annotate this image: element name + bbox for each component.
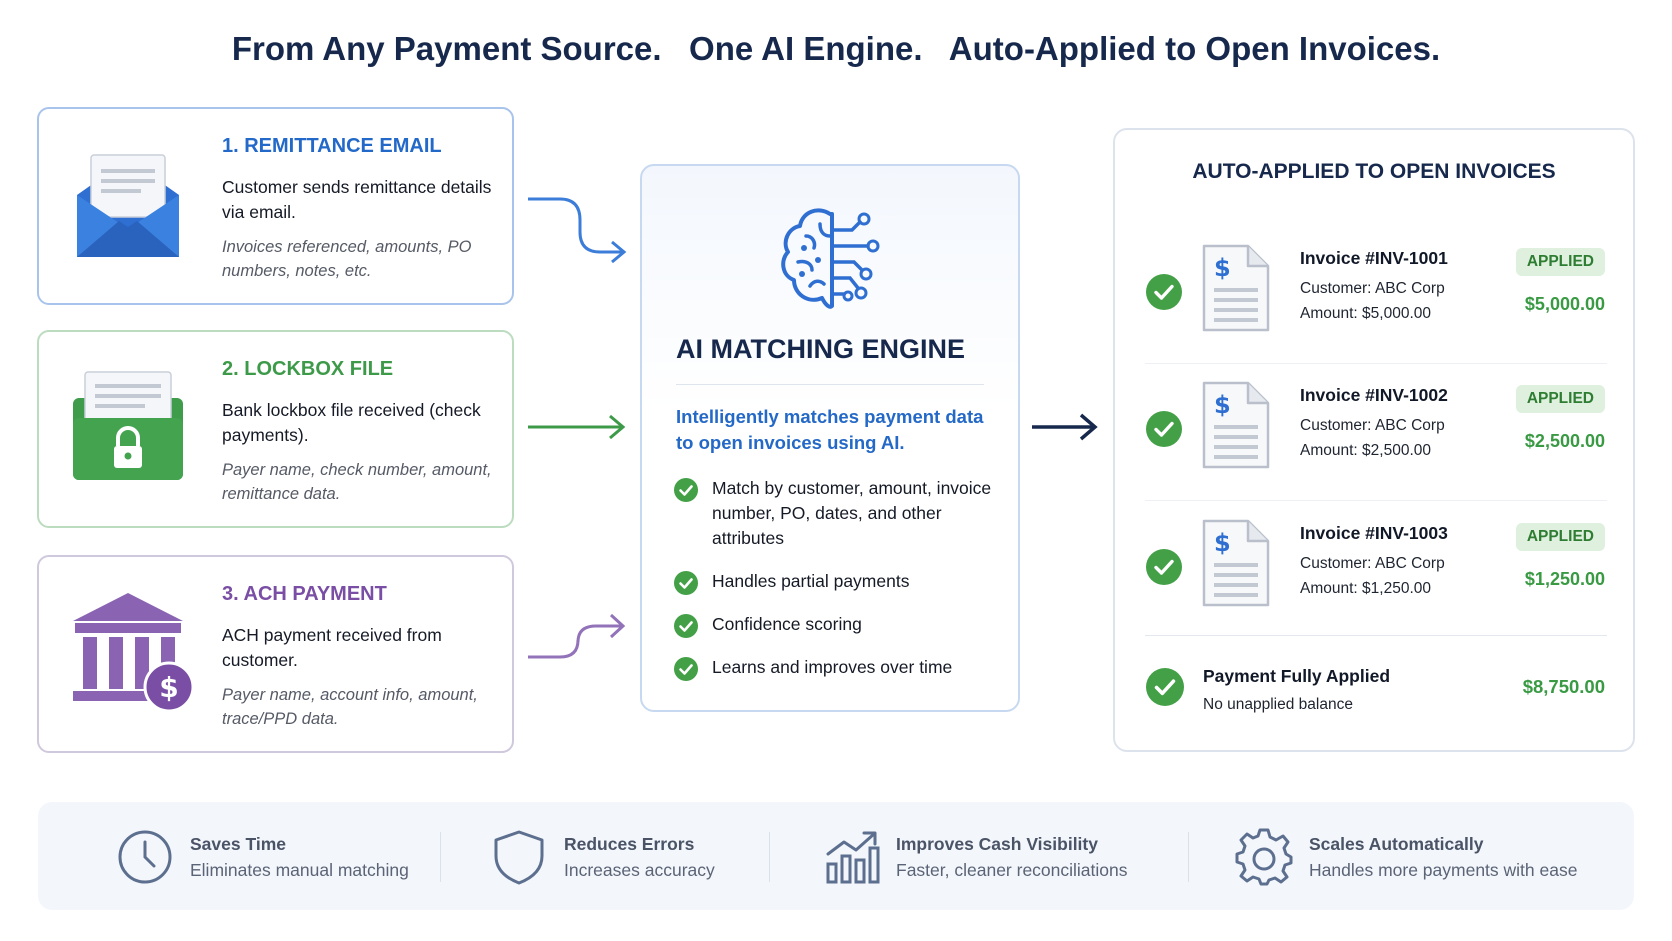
invoice-row: $ Invoice #INV-1001 Customer: ABC Corp A… — [1115, 236, 1633, 364]
total-amount: $8,750.00 — [1522, 676, 1605, 697]
arrow-ach-to-engine — [528, 624, 622, 659]
invoice-customer: Customer: ABC Corp — [1300, 417, 1445, 434]
arrowhead-email — [611, 240, 627, 264]
invoice-number: Invoice #INV-1003 — [1300, 523, 1448, 543]
payment-total-row: Payment Fully Applied No unapplied balan… — [1115, 660, 1633, 730]
status-badge: APPLIED — [1515, 523, 1605, 551]
source-title: 3. ACH PAYMENT — [222, 583, 387, 605]
svg-text:$: $ — [159, 671, 178, 704]
feature-item: Match by customer, amount, invoice numbe… — [674, 476, 994, 551]
benefit-title: Reduces Errors — [564, 834, 695, 854]
invoice-amount-line: Amount: $2,500.00 — [1300, 442, 1431, 459]
check-circle-icon — [674, 571, 698, 595]
feature-item: Learns and improves over time — [674, 655, 994, 681]
invoice-applied-amount: $1,250.00 — [1524, 569, 1605, 589]
invoice-customer: Customer: ABC Corp — [1300, 555, 1445, 572]
source-detail: Payer name, account info, amount, trace/… — [222, 686, 478, 728]
divider — [1188, 832, 1189, 882]
invoice-row: $ Invoice #INV-1002 Customer: ABC Corp A… — [1115, 373, 1633, 501]
check-circle-icon — [1146, 549, 1182, 585]
total-subtitle: No unapplied balance — [1203, 696, 1353, 713]
benefit-subtitle: Handles more payments with ease — [1309, 860, 1578, 880]
auto-applied-invoices-panel: AUTO-APPLIED TO OPEN INVOICES $ Invoice … — [1113, 128, 1635, 752]
invoice-amount-line: Amount: $1,250.00 — [1300, 580, 1431, 597]
total-title: Payment Fully Applied — [1203, 666, 1391, 686]
envelope-icon — [77, 154, 179, 257]
check-circle-icon — [674, 657, 698, 681]
benefit-subtitle: Increases accuracy — [564, 860, 715, 880]
benefits-bar: Saves Time Eliminates manual matching Re… — [38, 802, 1634, 910]
ai-matching-engine-card: AI MATCHING ENGINE Intelligently matches… — [640, 164, 1020, 712]
panel-title: AUTO-APPLIED TO OPEN INVOICES — [1192, 160, 1556, 183]
feature-item: Confidence scoring — [674, 612, 994, 638]
source-card-lockbox-file: 2. LOCKBOX FILE Bank lockbox file receiv… — [37, 330, 514, 528]
invoice-applied-amount: $5,000.00 — [1524, 294, 1605, 314]
arrow-email-to-engine — [528, 197, 622, 254]
source-card-ach-payment: $ 3. ACH PAYMENT ACH payment received fr… — [37, 555, 514, 753]
feature-text: Match by customer, amount, invoice numbe… — [712, 478, 992, 548]
divider — [1145, 363, 1607, 364]
divider — [1145, 500, 1607, 501]
source-card-remittance-email: 1. REMITTANCE EMAIL Customer sends remit… — [37, 107, 514, 305]
engine-feature-list: Match by customer, amount, invoice numbe… — [674, 476, 994, 698]
check-circle-icon — [674, 478, 698, 502]
check-circle-icon — [674, 614, 698, 638]
source-title: 1. REMITTANCE EMAIL — [222, 135, 442, 157]
feature-text: Confidence scoring — [712, 614, 862, 634]
arrowhead-ach — [609, 613, 626, 639]
check-circle-icon — [1146, 668, 1184, 706]
lockbox-icon — [73, 371, 183, 480]
source-description: Bank lockbox file received (check paymen… — [222, 400, 481, 445]
invoice-document-icon: $ — [1202, 244, 1270, 332]
svg-text:$: $ — [1214, 391, 1231, 419]
benefit-title: Scales Automatically — [1309, 834, 1484, 854]
benefit-title: Improves Cash Visibility — [896, 834, 1098, 854]
source-detail: Payer name, check number, amount, remitt… — [222, 461, 492, 503]
invoice-customer: Customer: ABC Corp — [1300, 280, 1445, 297]
invoice-number: Invoice #INV-1001 — [1300, 248, 1448, 268]
status-badge: APPLIED — [1515, 385, 1605, 413]
arrowhead-lockbox — [609, 414, 626, 440]
brain-circuit-icon — [781, 208, 880, 309]
engine-title: AI MATCHING ENGINE — [676, 334, 965, 364]
source-description: Customer sends remittance details via em… — [222, 177, 492, 222]
benefit-subtitle: Faster, cleaner reconciliations — [896, 860, 1128, 880]
feature-text: Handles partial payments — [712, 571, 910, 591]
benefit-title: Saves Time — [190, 834, 286, 854]
source-description: ACH payment received from customer. — [222, 625, 442, 670]
check-circle-icon — [1146, 411, 1182, 447]
page-title: From Any Payment Source. One AI Engine. … — [231, 30, 1441, 67]
source-detail: Invoices referenced, amounts, PO numbers… — [222, 238, 472, 280]
invoice-row: $ Invoice #INV-1003 Customer: ABC Corp A… — [1115, 511, 1633, 631]
status-badge: APPLIED — [1515, 248, 1605, 276]
svg-text:$: $ — [1214, 529, 1231, 557]
growth-chart-icon — [826, 831, 880, 884]
divider — [440, 832, 441, 882]
invoice-number: Invoice #INV-1002 — [1300, 385, 1448, 405]
divider — [769, 832, 770, 882]
source-title: 2. LOCKBOX FILE — [222, 358, 394, 380]
benefit-subtitle: Eliminates manual matching — [190, 860, 409, 880]
invoice-amount-line: Amount: $5,000.00 — [1300, 305, 1431, 322]
shield-icon — [494, 830, 544, 885]
invoice-document-icon: $ — [1202, 381, 1270, 469]
divider — [676, 384, 984, 385]
svg-text:$: $ — [1214, 254, 1231, 282]
invoice-applied-amount: $2,500.00 — [1524, 431, 1605, 451]
engine-subtitle: Intelligently matches payment data to op… — [676, 406, 984, 453]
clock-icon — [118, 830, 172, 884]
divider — [1145, 635, 1607, 636]
feature-text: Learns and improves over time — [712, 657, 953, 677]
arrowhead-engine — [1079, 413, 1098, 441]
invoice-document-icon: $ — [1202, 519, 1270, 607]
check-circle-icon — [1146, 274, 1182, 310]
gear-icon — [1235, 828, 1293, 886]
bank-icon: $ — [73, 593, 193, 713]
feature-item: Handles partial payments — [674, 569, 994, 595]
